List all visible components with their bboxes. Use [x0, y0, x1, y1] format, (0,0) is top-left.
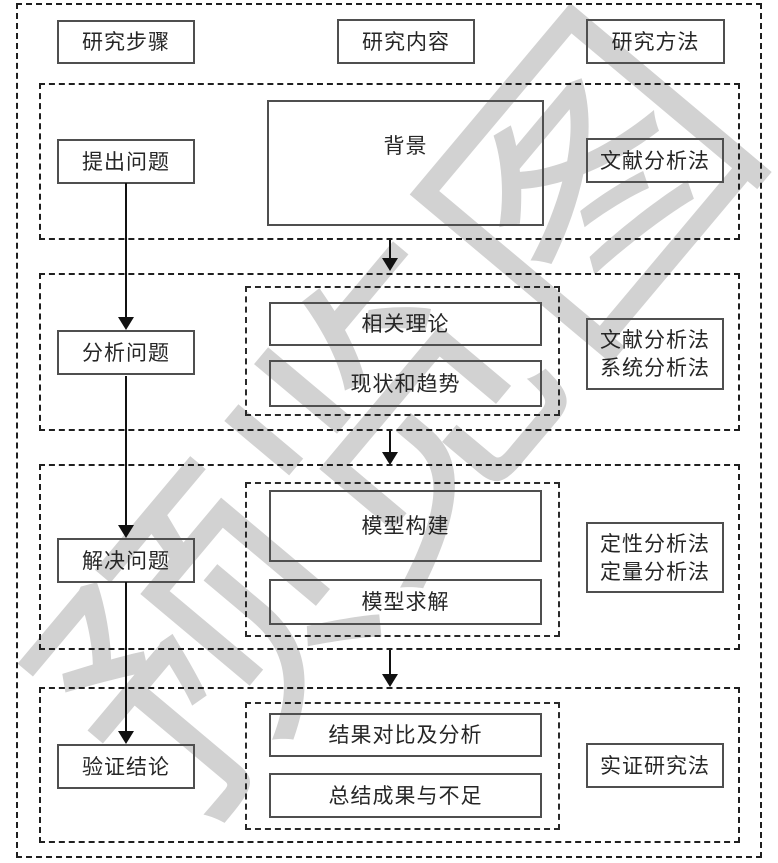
content-box-related-theory: 相关理论: [269, 302, 542, 346]
method-label: 定量分析法: [600, 559, 710, 584]
arrow-step3-to-step4: [125, 582, 127, 731]
content-box-status-trends: 现状和趋势: [269, 360, 542, 407]
content-label: 模型求解: [361, 590, 450, 614]
step-box-solve-problem: 解决问题: [57, 538, 195, 583]
step-label: 验证结论: [82, 754, 170, 779]
arrow-step1-to-step2: [125, 183, 127, 317]
arrow-section1-to-section2: [389, 240, 391, 258]
arrowhead-down-icon: [118, 731, 134, 744]
content-label: 模型构建: [361, 514, 450, 538]
step-label: 解决问题: [82, 548, 170, 573]
content-box-background: 背景: [267, 100, 544, 226]
step-label: 分析问题: [82, 340, 170, 365]
section-frame-1: [39, 83, 740, 240]
header-research-methods: 研究方法: [586, 19, 725, 64]
content-group-frame-3: [245, 482, 560, 637]
method-label: 文献分析法: [600, 148, 710, 173]
method-label: 实证研究法: [600, 753, 710, 778]
method-box-qualitative-quantitative-analysis: 定性分析法 定量分析法: [586, 522, 724, 593]
section-frame-2: [39, 273, 740, 431]
header-research-steps-label: 研究步骤: [82, 30, 170, 54]
arrowhead-down-icon: [382, 452, 398, 465]
content-group-frame-2: [245, 286, 560, 416]
method-label: 系统分析法: [600, 356, 710, 380]
method-box-literature-system-analysis: 文献分析法 系统分析法: [586, 318, 724, 390]
arrowhead-down-icon: [382, 258, 398, 271]
content-box-model-solving: 模型求解: [269, 579, 542, 625]
content-label: 现状和趋势: [350, 371, 461, 396]
header-research-steps: 研究步骤: [57, 20, 195, 64]
arrowhead-down-icon: [118, 525, 134, 538]
header-research-content: 研究内容: [337, 19, 475, 64]
arrowhead-down-icon: [382, 674, 398, 687]
section-frame-3: [39, 464, 740, 650]
method-box-empirical-research: 实证研究法: [586, 743, 724, 788]
method-box-literature-analysis: 文献分析法: [586, 138, 724, 183]
step-box-verify-conclusion: 验证结论: [57, 744, 195, 789]
content-label: 结果对比及分析: [328, 723, 483, 747]
content-label: 总结成果与不足: [328, 783, 483, 808]
content-box-model-construction: 模型构建: [269, 490, 542, 562]
content-box-result-comparison: 结果对比及分析: [269, 713, 542, 757]
arrowhead-down-icon: [118, 317, 134, 330]
method-label: 文献分析法: [600, 328, 710, 352]
content-label: 背景: [383, 134, 428, 158]
header-research-content-label: 研究内容: [362, 29, 450, 54]
step-box-analyze-problem: 分析问题: [57, 330, 195, 375]
content-box-summary-shortcomings: 总结成果与不足: [269, 773, 542, 818]
step-label: 提出问题: [82, 149, 170, 174]
arrow-section2-to-section3: [389, 431, 391, 452]
arrow-step2-to-step3: [125, 376, 127, 525]
arrow-section3-to-section4: [389, 650, 391, 674]
content-group-frame-4: [245, 702, 560, 830]
method-label: 定性分析法: [600, 531, 710, 556]
outer-frame: [16, 3, 762, 858]
step-box-raise-problem: 提出问题: [57, 139, 195, 184]
section-frame-4: [39, 687, 740, 843]
header-research-methods-label: 研究方法: [611, 29, 700, 54]
content-label: 相关理论: [361, 312, 450, 336]
